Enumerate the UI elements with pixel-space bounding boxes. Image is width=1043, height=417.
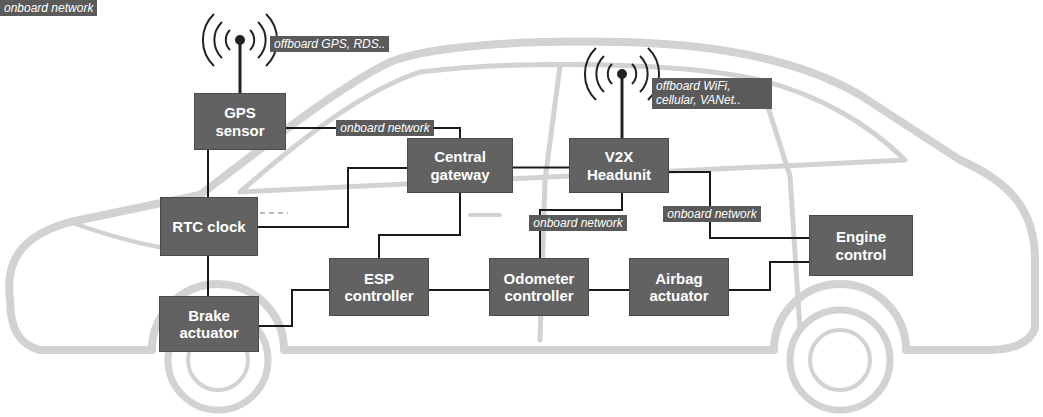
ecu-box: Engine control — [809, 215, 913, 276]
network-label: onboard network — [663, 206, 760, 222]
ecu-name: Brake actuator — [165, 307, 253, 342]
ecu-name: ESP controller — [335, 270, 423, 305]
ecu-box: Odometer controller — [489, 258, 589, 316]
ecu-box: V2X Headunit — [569, 138, 669, 193]
network-link — [429, 289, 489, 291]
ecu-box: RTC clock — [160, 197, 258, 256]
gps-antenna-tip — [236, 36, 244, 44]
ecu-box: Central gateway — [407, 138, 513, 193]
gps-radio-waves — [203, 14, 277, 66]
ecu-box: Brake actuator — [159, 296, 259, 352]
ecu-box: GPS sensor — [194, 93, 286, 150]
ecu-name: V2X Headunit — [575, 148, 663, 183]
dashed-link — [260, 212, 288, 214]
antenna-label: offboard WiFi, cellular, VANet.. — [652, 78, 772, 109]
network-link — [729, 262, 809, 290]
network-link — [207, 256, 209, 296]
network-link — [379, 193, 460, 258]
v2x-antenna — [621, 74, 624, 138]
ecu-name: Central gateway — [413, 148, 507, 183]
ecu-name: Engine control — [815, 228, 907, 263]
network-link — [259, 290, 329, 326]
rear-wheel — [790, 310, 890, 410]
ecu-box: ESP controller — [329, 258, 429, 316]
network-label: onboard network — [0, 0, 97, 16]
rear-hub — [810, 330, 870, 390]
gps-antenna — [239, 40, 242, 93]
network-link — [258, 168, 407, 227]
network-label: onboard network — [336, 120, 433, 136]
ecu-name: Odometer controller — [495, 270, 583, 305]
antenna-label: offboard GPS, RDS.. — [270, 36, 389, 52]
network-link — [513, 167, 569, 169]
ecu-box: Airbag actuator — [629, 258, 729, 316]
v2x-antenna-tip — [618, 70, 626, 78]
network-link — [207, 150, 209, 197]
ecu-name: Airbag actuator — [635, 270, 723, 305]
network-link — [589, 289, 629, 291]
window-line — [240, 64, 905, 192]
v2x-radio-waves — [585, 48, 659, 100]
network-label: onboard network — [529, 215, 626, 231]
ecu-name: GPS sensor — [200, 104, 280, 139]
ecu-name: RTC clock — [172, 218, 245, 235]
